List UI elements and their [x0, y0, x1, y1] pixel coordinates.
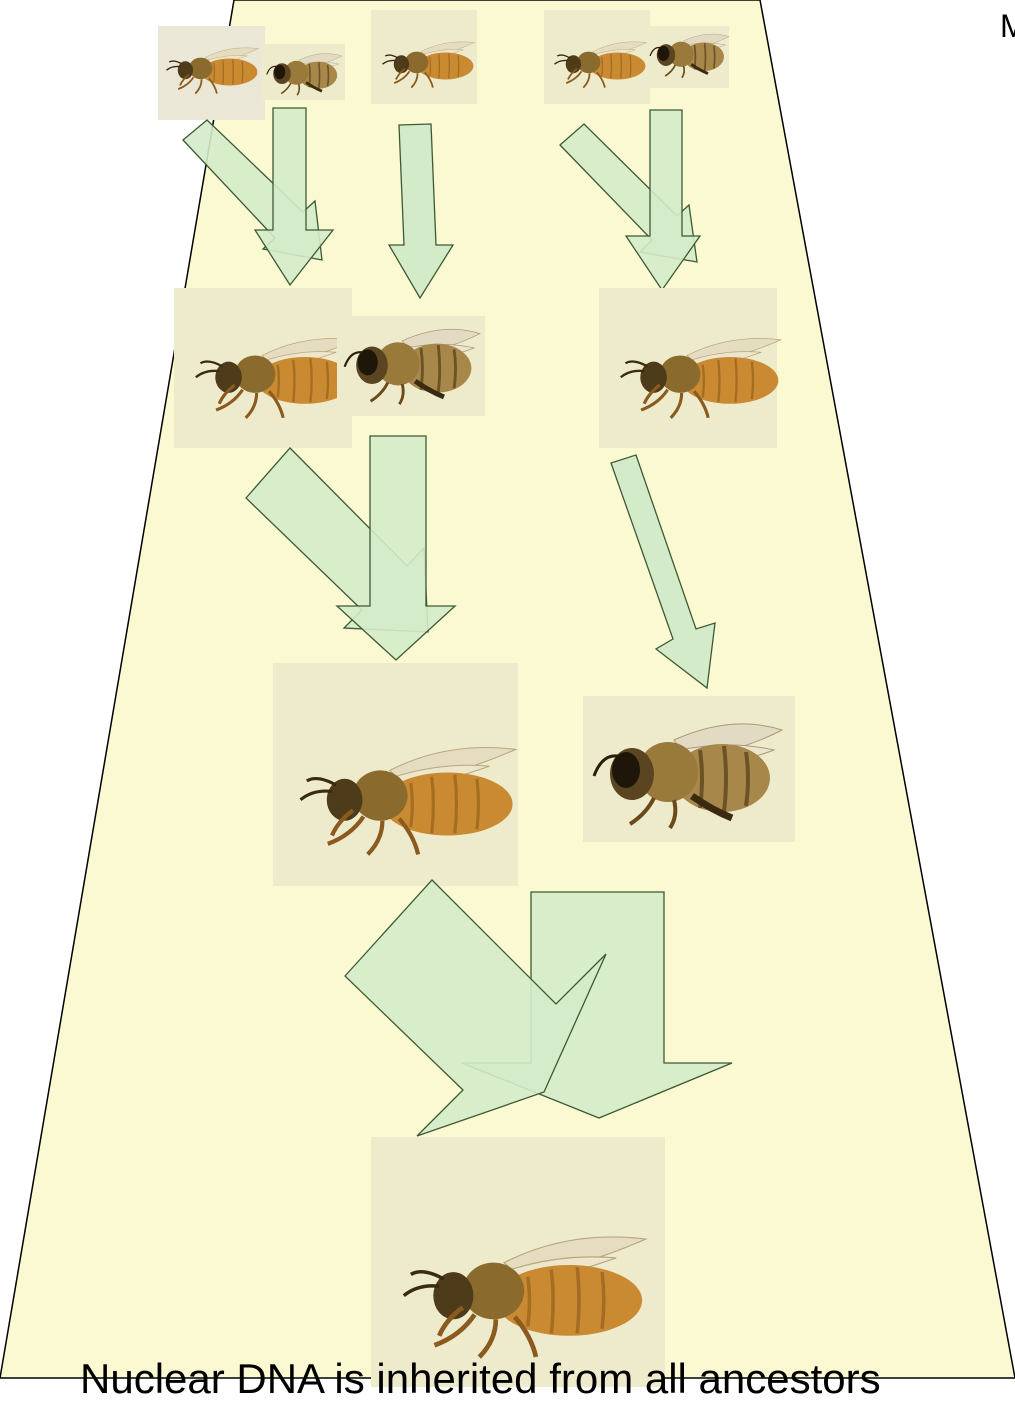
corner-label: M	[1000, 10, 1015, 42]
caption: Nuclear DNA is inherited from all ancest…	[0, 1358, 1015, 1400]
